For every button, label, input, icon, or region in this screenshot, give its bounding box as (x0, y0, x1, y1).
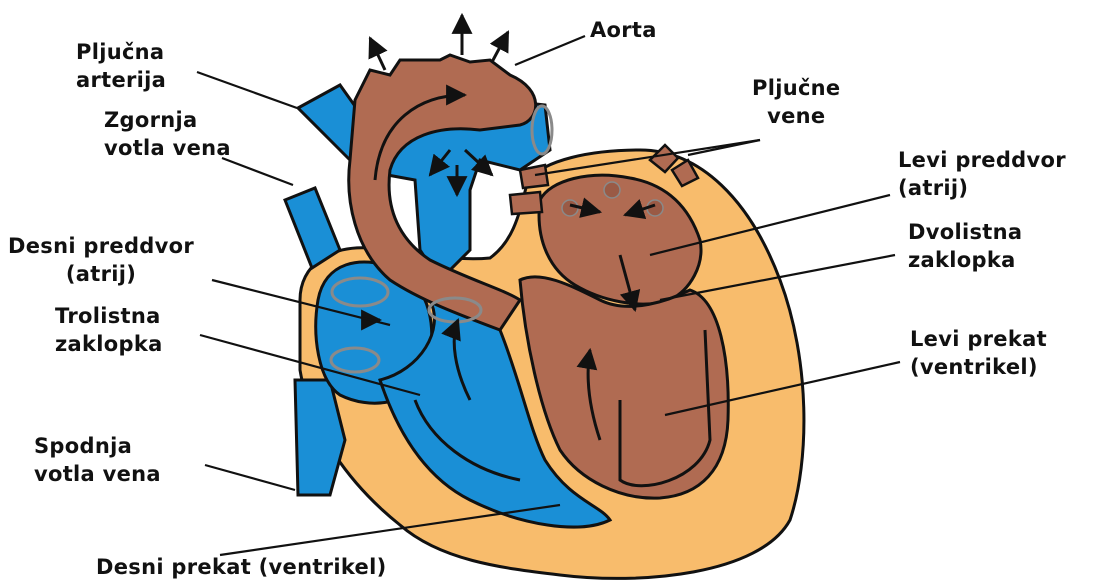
label-pulmonary-veins: Pljučne vene (752, 74, 840, 130)
label-left-ventricle: Levi prekat (ventrikel) (910, 325, 1047, 381)
label-right-atrium: Desni preddvor (atrij) (8, 232, 194, 288)
pulmonary-vein-4 (510, 192, 542, 214)
label-mitral-valve-line2: zaklopka (908, 246, 1022, 274)
label-superior-vena-cava: Zgornja votla vena (104, 106, 231, 162)
label-inferior-vena-cava: Spodnja votla vena (34, 432, 161, 488)
label-left-atrium-line2: (atrij) (898, 174, 1066, 202)
left-atrium-inlet-1 (604, 182, 620, 198)
label-aorta: Aorta (590, 16, 657, 44)
label-right-ventricle-text: Desni prekat (ventrikel) (96, 553, 386, 581)
pulmonary-vein-3 (520, 165, 548, 188)
label-left-ventricle-line2: (ventrikel) (910, 353, 1047, 381)
superior-vena-cava (285, 188, 340, 268)
label-pulmonary-veins-line1: Pljučne (752, 74, 840, 102)
left-atrium-inlet-2 (562, 200, 578, 216)
label-aorta-text: Aorta (590, 16, 657, 44)
label-left-atrium: Levi preddvor (atrij) (898, 146, 1066, 202)
label-pulmonary-artery-line2: arterija (76, 66, 166, 94)
label-inferior-vena-cava-line1: Spodnja (34, 432, 161, 460)
label-superior-vena-cava-line1: Zgornja (104, 106, 231, 134)
label-tricuspid-valve: Trolistna zaklopka (55, 302, 163, 358)
label-right-atrium-line2: (atrij) (8, 260, 194, 288)
label-inferior-vena-cava-line2: votla vena (34, 460, 161, 488)
label-left-ventricle-line1: Levi prekat (910, 325, 1047, 353)
label-right-ventricle: Desni prekat (ventrikel) (96, 553, 386, 581)
label-right-atrium-line1: Desni preddvor (8, 232, 194, 260)
label-mitral-valve: Dvolistna zaklopka (908, 218, 1022, 274)
label-pulmonary-veins-line2: vene (752, 102, 840, 130)
label-left-atrium-line1: Levi preddvor (898, 146, 1066, 174)
label-tricuspid-valve-line2: zaklopka (55, 330, 163, 358)
label-mitral-valve-line1: Dvolistna (908, 218, 1022, 246)
label-pulmonary-artery: Pljučna arterija (76, 38, 166, 94)
label-pulmonary-artery-line1: Pljučna (76, 38, 166, 66)
label-superior-vena-cava-line2: votla vena (104, 134, 231, 162)
label-tricuspid-valve-line1: Trolistna (55, 302, 163, 330)
